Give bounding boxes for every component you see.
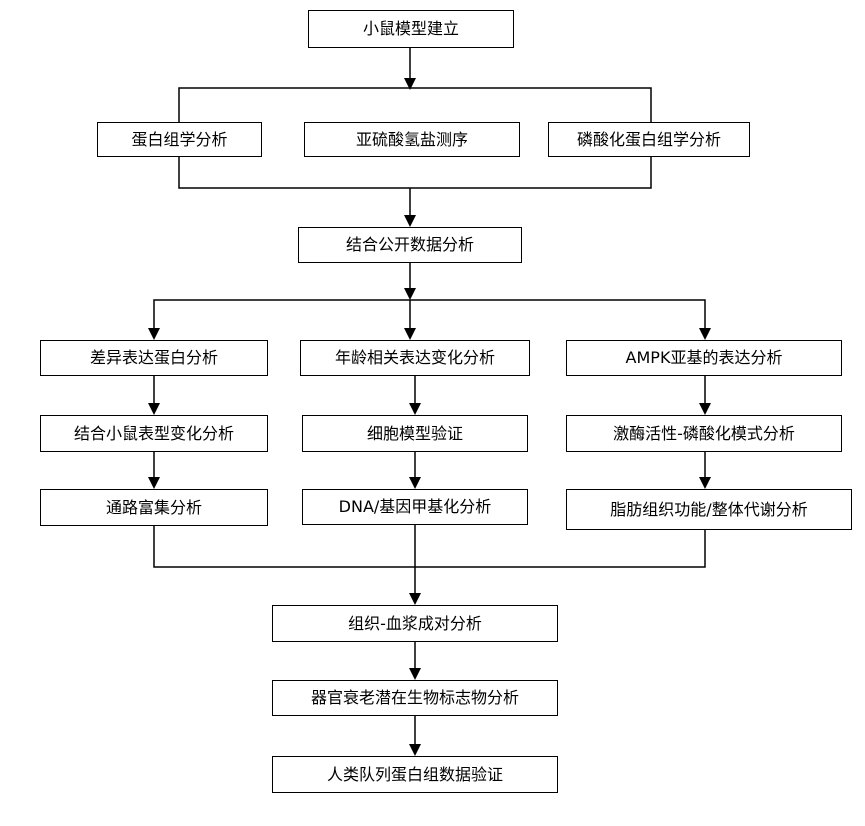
node-biomarker: 器官衰老潜在生物标志物分析: [272, 680, 558, 716]
arrow-head: [148, 403, 160, 415]
arrow-head: [699, 328, 711, 340]
bracket-bottom: [178, 157, 652, 189]
node-kinase: 激酶活性-磷酸化模式分析: [566, 415, 842, 452]
arrow-head: [409, 477, 421, 489]
arrow-head: [404, 328, 416, 340]
arrow-head: [409, 668, 421, 680]
node-mouse-model: 小鼠模型建立: [308, 10, 514, 48]
node-age-expression: 年龄相关表达变化分析: [300, 340, 530, 376]
arrow-head: [404, 288, 416, 300]
node-cell-model: 细胞模型验证: [302, 415, 528, 452]
node-proteomics: 蛋白组学分析: [97, 122, 262, 157]
node-adipose: 脂肪组织功能/整体代谢分析: [566, 489, 852, 530]
arrow-head: [409, 744, 421, 756]
arrow-head: [699, 403, 711, 415]
arrow-head: [148, 477, 160, 489]
node-ampk: AMPK亚基的表达分析: [566, 340, 842, 376]
branch-line: [153, 299, 706, 328]
arrow-head: [699, 477, 711, 489]
node-public-data: 结合公开数据分析: [298, 227, 522, 263]
arrow-head: [409, 593, 421, 605]
node-bisulfite-seq: 亚硫酸氢盐测序: [304, 122, 520, 157]
node-human-cohort: 人类队列蛋白组数据验证: [272, 756, 558, 793]
node-phosphoproteomics: 磷酸化蛋白组学分析: [548, 122, 750, 157]
arrow-head: [148, 328, 160, 340]
node-diff-protein: 差异表达蛋白分析: [40, 340, 268, 376]
arrow-head: [404, 215, 416, 227]
node-pathway: 通路富集分析: [40, 489, 268, 526]
node-phenotype: 结合小鼠表型变化分析: [40, 415, 268, 452]
arrow-head: [409, 403, 421, 415]
merge-line: [153, 526, 706, 568]
node-dna-methyl: DNA/基因甲基化分析: [302, 489, 528, 525]
bracket-top: [178, 87, 652, 122]
node-tissue-plasma: 组织-血浆成对分析: [272, 605, 558, 642]
arrow-head: [404, 78, 416, 90]
